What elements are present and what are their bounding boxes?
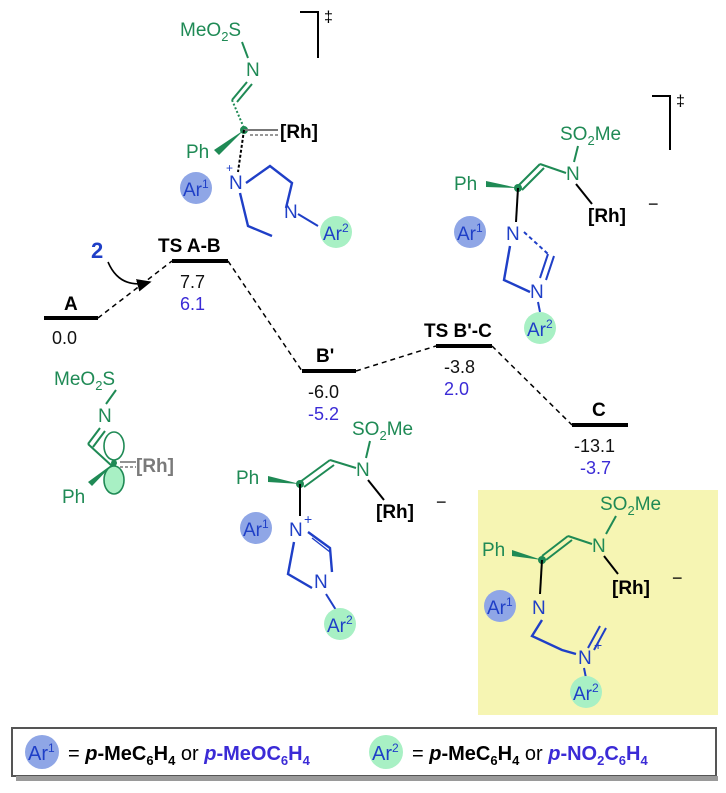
dagger-tsab: ‡ bbox=[324, 9, 333, 26]
rh-label-bp: [Rh] bbox=[376, 502, 414, 523]
svg-text:SO2Me: SO2Me bbox=[560, 124, 621, 148]
level-Bp: B' -6.0 -5.2 bbox=[302, 346, 356, 424]
n-tsbpc-1: N bbox=[506, 224, 520, 245]
structure-ts-ab: MeO2S N [Rh] Ph Ar1 N + N Ar2 ‡ bbox=[180, 9, 352, 248]
dagger-tsbpc: ‡ bbox=[676, 93, 685, 110]
svg-text:−: − bbox=[672, 568, 683, 588]
amide-n-c: N bbox=[592, 536, 606, 557]
svg-text:Ar2: Ar2 bbox=[327, 613, 353, 637]
reaction-path bbox=[97, 260, 573, 426]
svg-text:SO2Me: SO2Me bbox=[352, 419, 413, 443]
structure-ts-bpc: SO2Me N Ph [Rh] − Ar1 N N Ar2 ‡ bbox=[454, 93, 685, 344]
level-label-C: C bbox=[592, 400, 606, 421]
level-TS-BpC: TS B'-C -3.8 2.0 bbox=[424, 321, 492, 399]
energy-TS-AB: 7.7 bbox=[180, 272, 205, 292]
rh-label-c: [Rh] bbox=[612, 578, 650, 599]
energy2-TS-BpC: 2.0 bbox=[444, 379, 469, 399]
energy-TS-BpC: -3.8 bbox=[444, 357, 475, 377]
ar1-definition: = p-MeC6H4 or p-MeOC6H4 bbox=[68, 743, 311, 770]
svg-text:Ar1: Ar1 bbox=[183, 177, 209, 201]
energy2-TS-AB: 6.1 bbox=[180, 294, 205, 314]
energy-C: -13.1 bbox=[574, 436, 615, 456]
n-tsbpc-2: N bbox=[530, 282, 544, 303]
svg-text:Ar1: Ar1 bbox=[487, 595, 513, 619]
svg-text:Ar2: Ar2 bbox=[323, 221, 349, 245]
svg-text:Ar1: Ar1 bbox=[243, 517, 269, 541]
energy2-C: -3.7 bbox=[580, 458, 611, 478]
energy-A: 0.0 bbox=[52, 328, 77, 348]
phenyl-c: Ph bbox=[482, 540, 505, 561]
level-TS-AB: TS A-B 7.7 6.1 bbox=[158, 236, 228, 314]
svg-text:MeO2S: MeO2S bbox=[54, 369, 115, 393]
level-A: A 0.0 bbox=[44, 294, 98, 348]
svg-text:+: + bbox=[594, 637, 602, 653]
ar1-legend-circle bbox=[25, 735, 59, 769]
highlight-box bbox=[478, 490, 718, 715]
svg-text:Ar2: Ar2 bbox=[573, 681, 599, 705]
level-label-Bp: B' bbox=[316, 346, 334, 367]
n-tsab-2: N bbox=[284, 202, 298, 223]
n-c-1: N bbox=[532, 598, 546, 619]
phenyl-bp: Ph bbox=[236, 468, 259, 489]
amide-n-bp: N bbox=[356, 460, 370, 481]
level-label-TS-AB: TS A-B bbox=[158, 236, 221, 257]
imine-n: N bbox=[246, 60, 260, 81]
phenyl-a: Ph bbox=[62, 487, 85, 508]
svg-text:+: + bbox=[226, 161, 233, 175]
level-label-TS-BpC: TS B'-C bbox=[424, 321, 492, 342]
svg-text:Ar1: Ar1 bbox=[457, 221, 483, 245]
svg-text:+: + bbox=[304, 511, 312, 527]
rh-label-tsab: [Rh] bbox=[280, 122, 318, 143]
reagent-label: 2 bbox=[91, 238, 103, 263]
energy2-Bp: -5.2 bbox=[308, 404, 339, 424]
phenyl-tsbpc: Ph bbox=[454, 174, 477, 195]
svg-text:Ar2: Ar2 bbox=[527, 317, 553, 341]
meo2s-label: MeO2S bbox=[180, 20, 241, 44]
rh-label-a: [Rh] bbox=[136, 456, 174, 477]
ar2-legend-circle bbox=[369, 735, 403, 769]
amide-n-tsbpc: N bbox=[566, 164, 580, 185]
svg-text:SO2Me: SO2Me bbox=[600, 494, 661, 518]
structure-bp: SO2Me N Ph [Rh] − Ar1 N + N Ar2 bbox=[236, 419, 447, 640]
n-c-2: N bbox=[578, 648, 592, 669]
structure-a: MeO2S N [Rh] Ph bbox=[54, 369, 174, 508]
n-bp-1: N bbox=[289, 520, 303, 541]
svg-text:−: − bbox=[648, 194, 659, 214]
rh-label-tsbpc: [Rh] bbox=[588, 206, 626, 227]
reagent-arrow bbox=[107, 261, 152, 292]
n-bp-2: N bbox=[314, 572, 328, 593]
energy-Bp: -6.0 bbox=[308, 382, 339, 402]
imine-n-a: N bbox=[98, 406, 112, 427]
n-tsab-1: N bbox=[229, 173, 243, 194]
svg-text:Ar2: Ar2 bbox=[372, 741, 399, 765]
level-label-A: A bbox=[64, 294, 78, 315]
level-C: C -13.1 -3.7 bbox=[572, 400, 628, 478]
ar2-definition: = p-MeC6H4 or p-NO2C6H4 bbox=[412, 743, 648, 770]
svg-text:Ar1: Ar1 bbox=[28, 741, 55, 765]
structure-c: SO2Me N Ph [Rh] − Ar1 N N + Ar2 bbox=[482, 494, 683, 708]
phenyl-tsab: Ph bbox=[186, 142, 209, 163]
legend: Ar1 = p-MeC6H4 or p-MeOC6H4 Ar2 = p-MeC6… bbox=[11, 727, 718, 781]
svg-text:−: − bbox=[436, 492, 447, 512]
